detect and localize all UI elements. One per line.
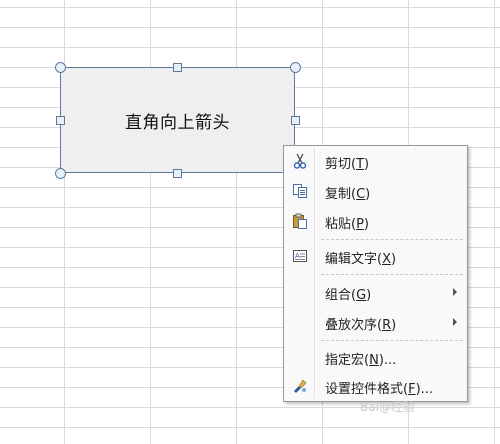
menu-item-label: 指定宏(N)...	[325, 353, 397, 368]
resize-handle-top-right[interactable]	[290, 62, 301, 73]
menu-separator	[321, 340, 463, 341]
menu-item-label: 设置控件格式(F)...	[325, 382, 434, 397]
menu-item-label: 粘贴(P)	[325, 217, 369, 232]
menu-item-label: 编辑文字(X)	[325, 252, 397, 267]
shape-label: 直角向上箭头	[125, 112, 230, 133]
scissors-icon	[292, 153, 308, 169]
submenu-arrow-icon	[453, 318, 457, 326]
resize-handle-top[interactable]	[173, 63, 182, 72]
menu-item-edit-text[interactable]: A 编辑文字(X)	[286, 244, 465, 268]
resize-handle-bottom[interactable]	[173, 169, 182, 178]
svg-text:A: A	[295, 252, 300, 260]
resize-handle-left[interactable]	[56, 116, 65, 125]
edit-text-icon: A	[292, 248, 308, 264]
menu-item-label: 复制(C)	[325, 187, 371, 202]
copy-icon	[292, 183, 308, 199]
paste-icon	[292, 213, 308, 229]
resize-handle-top-left[interactable]	[55, 62, 66, 73]
menu-item-format-control[interactable]: 设置控件格式(F)...	[286, 374, 465, 398]
menu-separator	[321, 274, 463, 275]
menu-item-copy[interactable]: 复制(C)	[286, 179, 465, 203]
menu-item-paste[interactable]: 粘贴(P)	[286, 209, 465, 233]
watermark: Bai@经验	[360, 400, 415, 414]
submenu-arrow-icon	[453, 288, 457, 296]
arrow-shape[interactable]: 直角向上箭头	[60, 67, 295, 173]
menu-item-label: 叠放次序(R)	[325, 318, 397, 333]
format-control-icon	[292, 378, 308, 394]
menu-item-group[interactable]: 组合(G)	[286, 280, 465, 304]
menu-separator	[321, 239, 463, 240]
menu-icon-gutter	[314, 148, 316, 399]
menu-item-assign-macro[interactable]: 指定宏(N)...	[286, 345, 465, 369]
menu-item-cut[interactable]: 剪切(T)	[286, 149, 465, 173]
menu-item-label: 组合(G)	[325, 288, 372, 303]
menu-item-label: 剪切(T)	[325, 157, 370, 172]
context-menu: 剪切(T) 复制(C) 粘贴(P)	[283, 145, 468, 402]
resize-handle-right[interactable]	[291, 116, 300, 125]
menu-item-order[interactable]: 叠放次序(R)	[286, 310, 465, 334]
resize-handle-bottom-left[interactable]	[55, 168, 66, 179]
